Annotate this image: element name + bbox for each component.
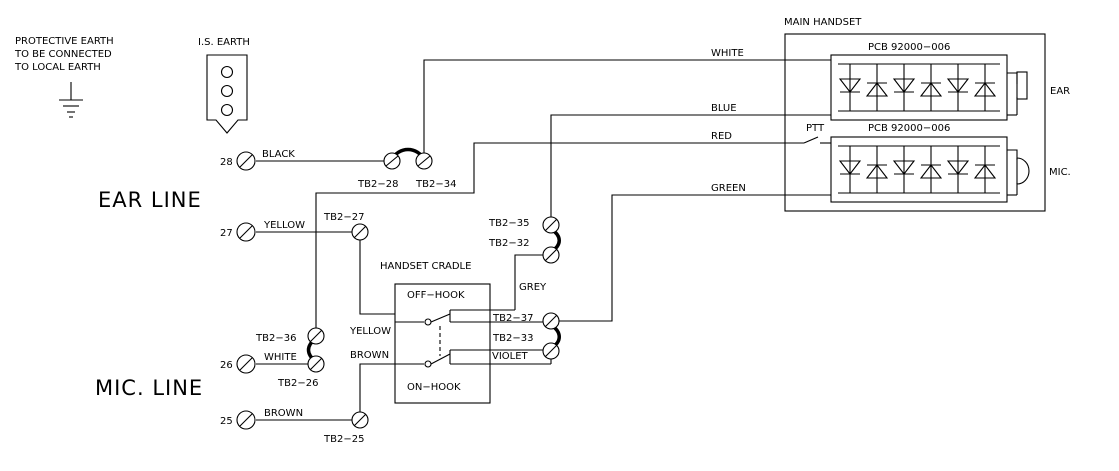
tb2-28-label: TB2−28 [357,179,398,190]
terminal-28-number: 28 [220,157,233,168]
mic-line-label: MIC. LINE [95,376,203,400]
terminal-27-number: 27 [220,228,233,239]
cradle-grey-label: GREY [519,282,547,293]
is-earth-label: I.S. EARTH [198,37,250,48]
tb2-35-label: TB2−35 [488,218,529,229]
earth-symbol-icon [59,82,83,118]
main-handset-title: MAIN HANDSET [784,17,862,28]
cradle-yellow-label: YELLOW [349,326,391,337]
pcb-bottom: PCB 92000−006 [830,123,1008,203]
terminal-26: 26 WHITE [220,352,297,374]
tb2-25: TB2−25 [323,411,369,445]
cradle-brown-label: BROWN [350,350,389,361]
cradle-title: HANDSET CRADLE [380,261,471,272]
pcb-bottom-diodes-icon [838,146,997,193]
cradle-violet-label: VIOLET [492,351,529,362]
protective-earth-line-1: PROTECTIVE EARTH [15,36,114,47]
tb2-36-26-pair: TB2−36 TB2−26 [255,327,325,389]
hook-switch-icon [395,284,552,368]
wire-green-label: GREEN [711,183,746,194]
wiring [256,59,1018,421]
tb2-28-34-pair: TB2−28 TB2−34 [357,147,456,190]
terminal-25-wire-label: BROWN [264,408,303,419]
tb2-27: TB2−27 [323,212,369,241]
protective-earth-note: PROTECTIVE EARTH TO BE CONNECTED TO LOCA… [14,36,114,73]
on-hook-label: ON−HOOK [407,382,461,393]
handset-cradle: HANDSET CRADLE OFF−HOOK ON−HOOK YELLOW B… [349,261,552,404]
protective-earth-line-2: TO BE CONNECTED [14,49,112,60]
wire-red-label: RED [711,131,732,142]
tb2-32-label: TB2−32 [488,238,529,249]
tb2-25-label: TB2−25 [323,434,364,445]
ear-line-label: EAR LINE [98,188,202,212]
ear-label: EAR [1050,86,1070,97]
mic-label: MIC. [1049,167,1071,178]
terminal-26-wire-label: WHITE [264,352,297,363]
pcb-top-label: PCB 92000−006 [868,42,950,53]
terminal-25: 25 BROWN [220,408,303,430]
pcb-top: PCB 92000−006 [830,42,1008,121]
earpiece-icon [1016,71,1028,100]
terminal-26-number: 26 [220,360,233,371]
tb2-26-label: TB2−26 [277,378,318,389]
tb2-34-label: TB2−34 [415,179,456,190]
protective-earth-line-3: TO LOCAL EARTH [14,62,101,73]
terminal-25-number: 25 [220,416,233,427]
tb2-33-label: TB2−33 [492,333,533,344]
tb2-37-33-pair [542,312,561,360]
main-handset: MAIN HANDSET PCB 92000−006 [784,17,1071,212]
terminal-27: 27 YELLOW [220,220,305,242]
wire-blue-label: BLUE [711,103,737,114]
tb2-27-label: TB2−27 [323,212,364,223]
terminal-28-wire-label: BLACK [262,149,295,160]
pcb-top-diodes-icon [838,64,997,111]
is-earth-bar-icon [206,54,248,134]
pcb-bottom-label: PCB 92000−006 [868,123,950,134]
tb2-36-label: TB2−36 [255,333,296,344]
wire-white-label: WHITE [711,48,744,59]
terminal-27-wire-label: YELLOW [263,220,305,231]
ptt-label: PTT [806,123,825,134]
microphone-icon [1016,157,1030,185]
tb2-37-label: TB2−37 [492,313,533,324]
off-hook-label: OFF−HOOK [407,290,465,301]
terminal-28: 28 BLACK [220,149,295,171]
tb2-35-32-pair: TB2−35 TB2−32 [488,216,561,264]
